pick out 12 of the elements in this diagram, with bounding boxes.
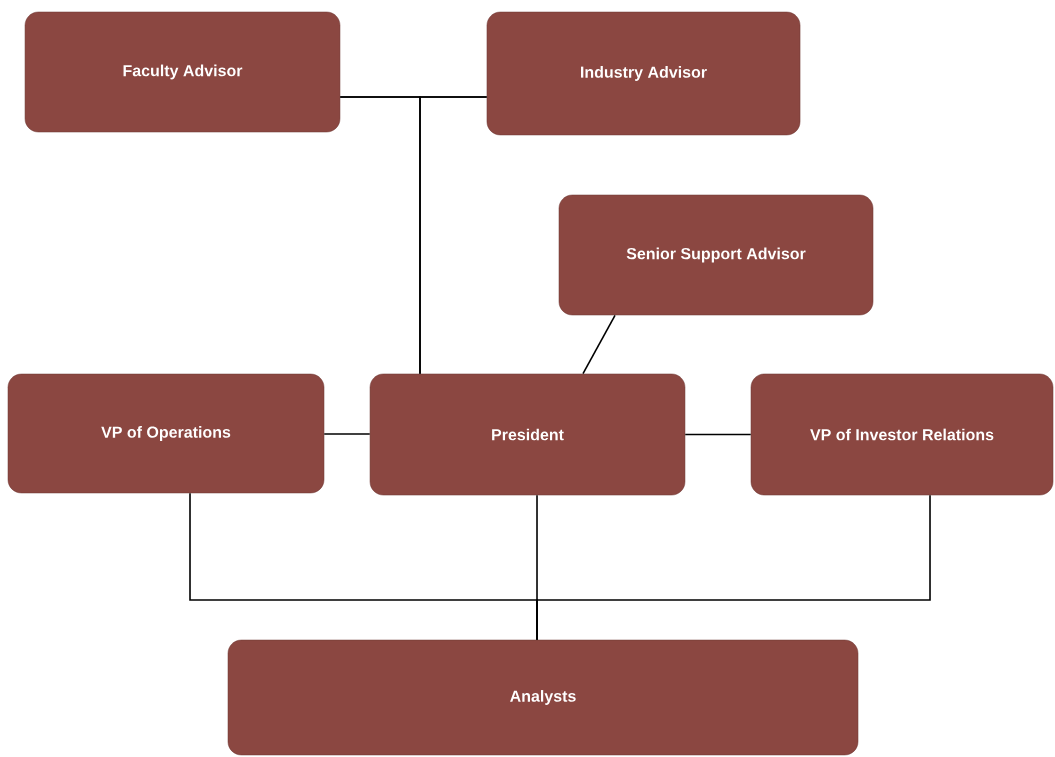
connector-line (536, 494, 931, 641)
org-box: Faculty Advisor (24, 11, 341, 133)
org-box: Senior Support Advisor (558, 194, 874, 316)
org-box: President (369, 373, 686, 496)
org-box: VP of Investor Relations (750, 373, 1054, 496)
org-box: VP of Operations (7, 373, 325, 494)
connector-line (323, 433, 371, 435)
org-box: Analysts (227, 639, 859, 756)
connector-line (419, 96, 488, 375)
org-box: Industry Advisor (486, 11, 801, 136)
connector-line (582, 314, 616, 375)
connector-line (684, 433, 752, 436)
